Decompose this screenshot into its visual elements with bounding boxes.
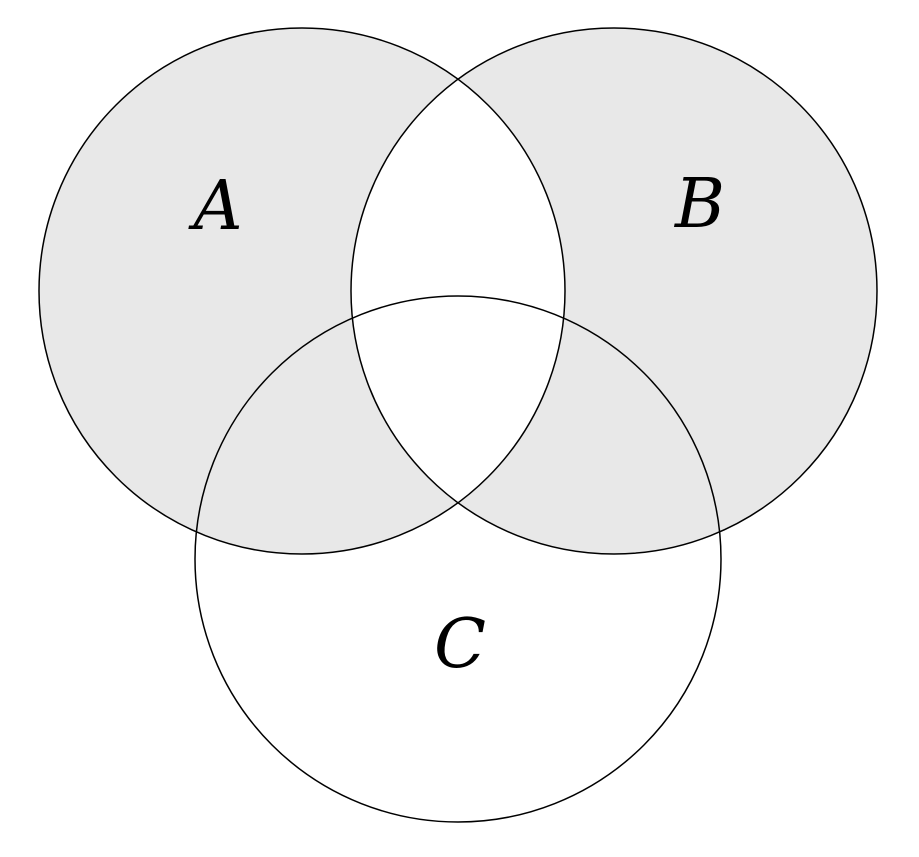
set-label-b: B <box>673 165 725 244</box>
circle-a-outline <box>38 27 566 555</box>
circle-b-outline <box>350 27 878 555</box>
circle-c-outline <box>194 295 722 823</box>
shaded-region-a-xor-b <box>39 27 878 555</box>
set-label-c: C <box>434 605 486 684</box>
set-label-a: A <box>187 167 242 246</box>
